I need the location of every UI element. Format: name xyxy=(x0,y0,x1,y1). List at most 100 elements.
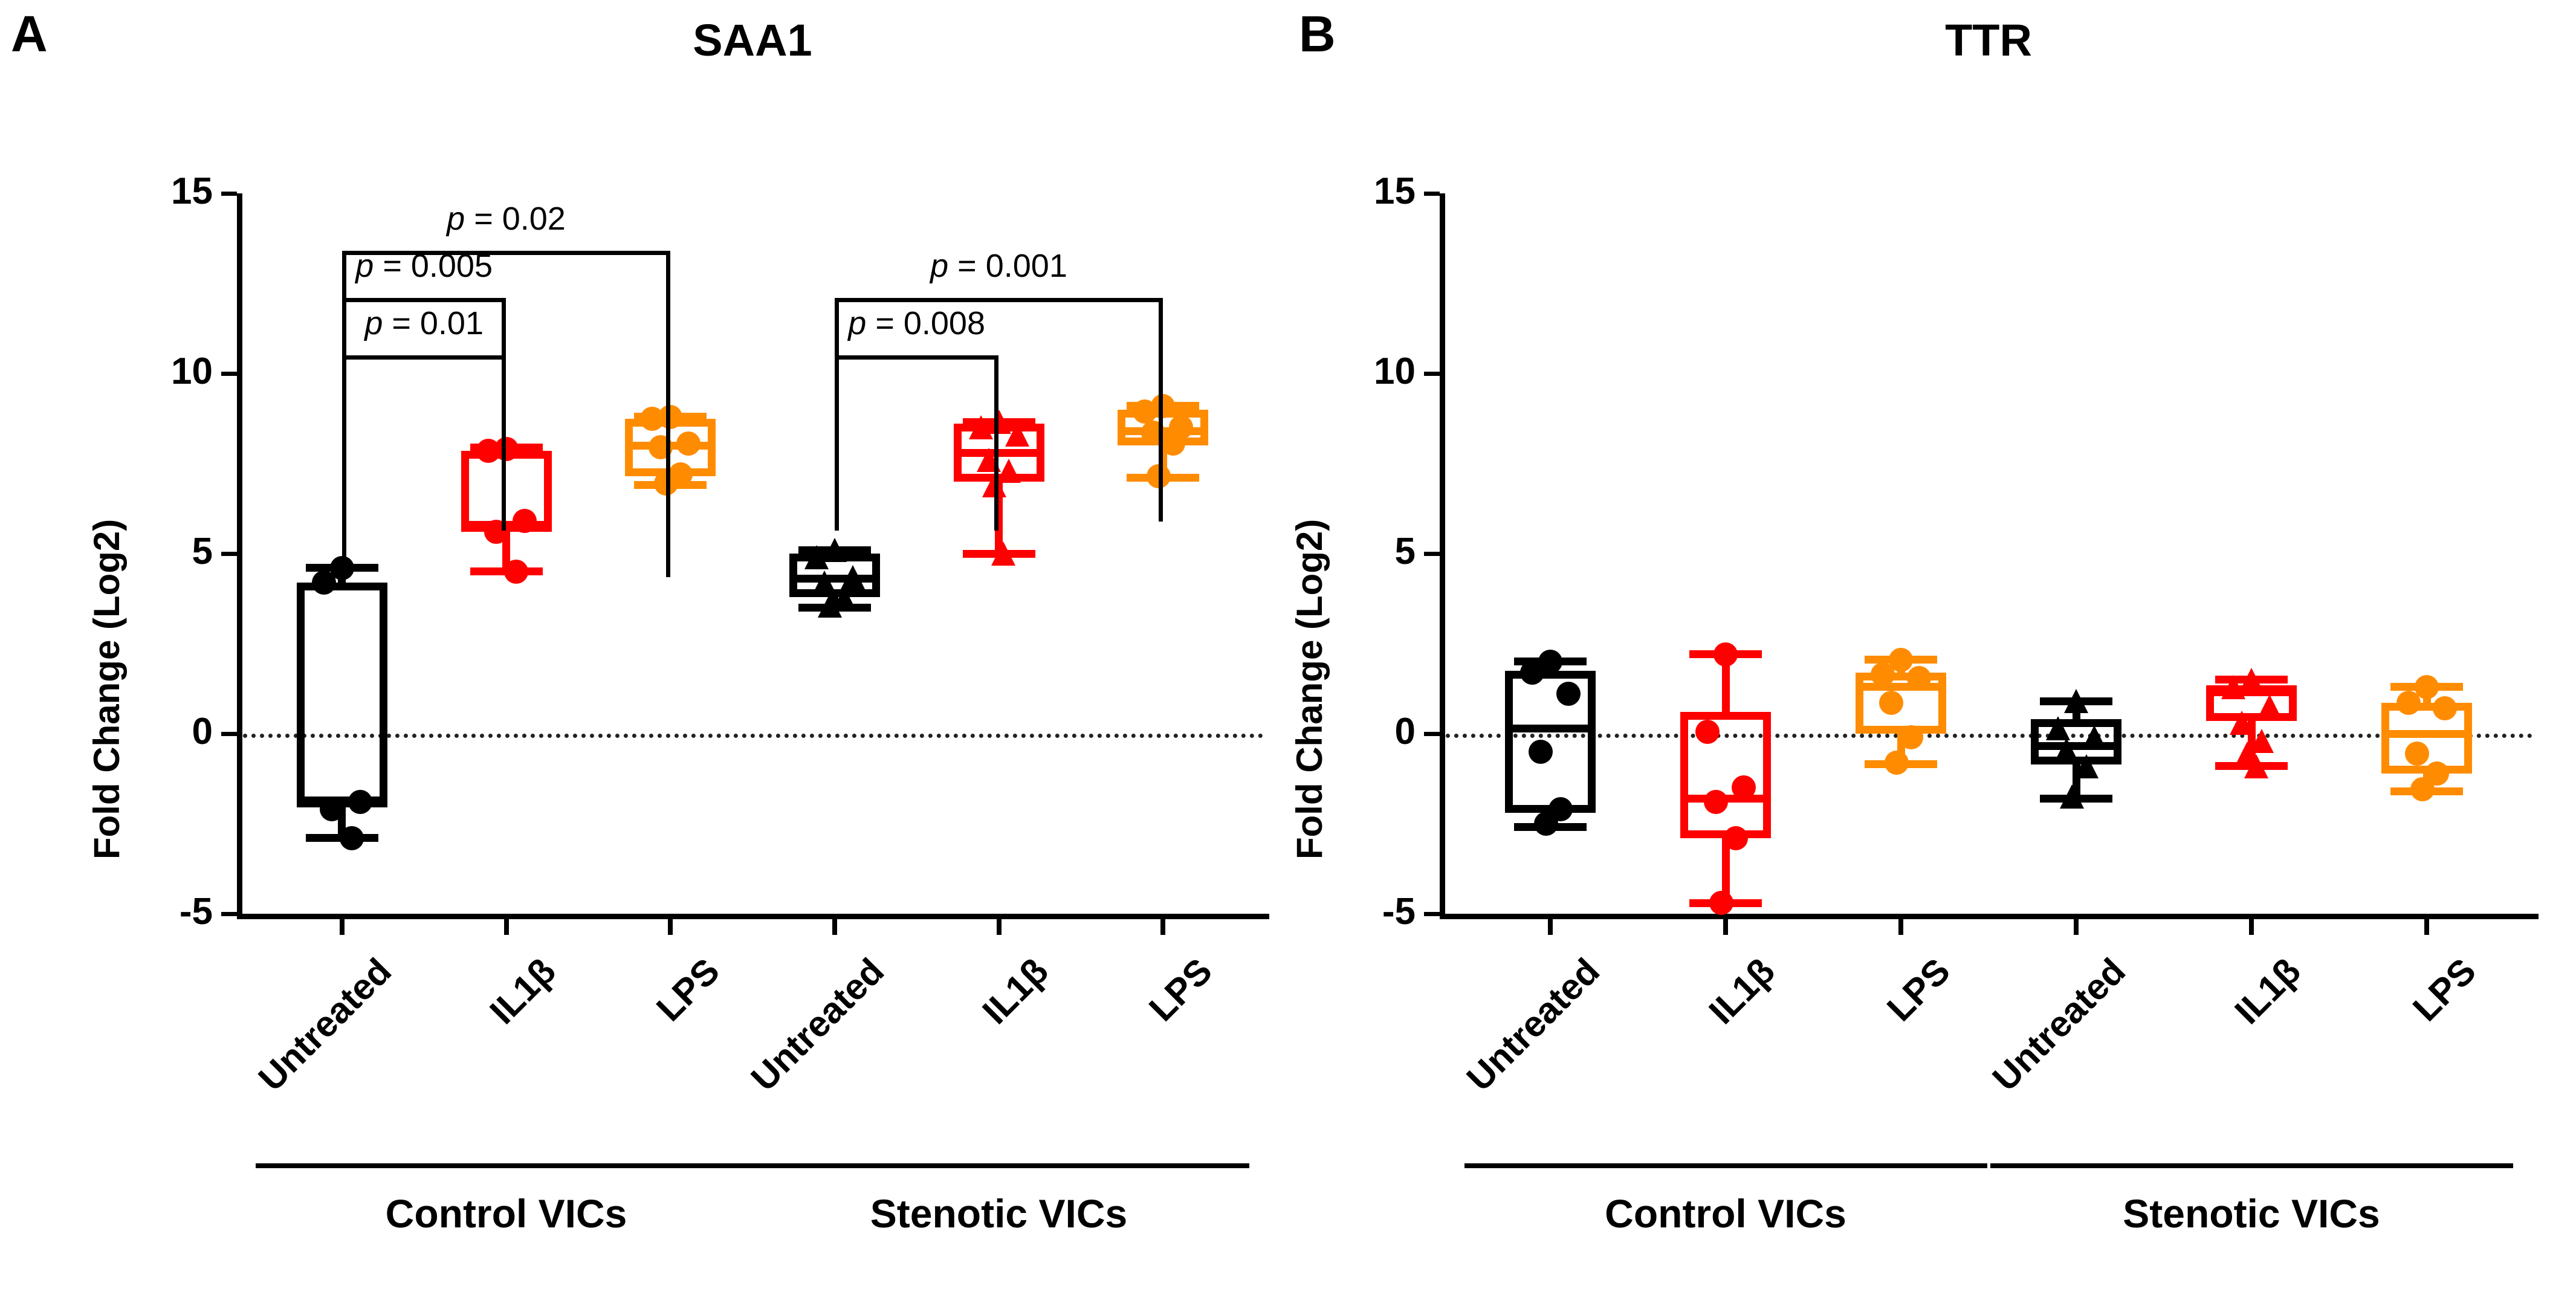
data-point xyxy=(1709,891,1733,916)
x-tick-mark xyxy=(832,919,837,935)
box-iqr xyxy=(2381,703,2472,774)
y-tick-label: -5 xyxy=(179,891,213,932)
data-point xyxy=(1871,662,1895,687)
box-iqr xyxy=(1680,712,1771,838)
bracket-right-tick xyxy=(666,251,671,578)
data-point xyxy=(804,545,829,569)
data-point xyxy=(2082,725,2106,749)
data-point xyxy=(2410,777,2435,802)
x-tick-mark xyxy=(1723,919,1728,935)
significance-bracket xyxy=(834,297,1163,522)
data-point xyxy=(1528,739,1553,764)
data-point xyxy=(1703,790,1728,815)
group-rule xyxy=(256,1163,757,1168)
data-point xyxy=(504,559,528,584)
data-point xyxy=(840,564,865,589)
x-tick-mark xyxy=(503,919,509,935)
y-tick-mark xyxy=(221,552,237,556)
y-tick-label: 15 xyxy=(1374,170,1416,212)
data-point xyxy=(1732,775,1756,800)
data-point xyxy=(2433,696,2457,721)
significance-bracket xyxy=(341,355,506,531)
y-tick-label: 10 xyxy=(171,351,213,392)
panel-letter: A xyxy=(11,5,48,62)
y-axis-line xyxy=(237,193,242,919)
p-value-label: p = 0.02 xyxy=(447,201,566,238)
data-point xyxy=(2074,754,2099,778)
data-point xyxy=(1146,464,1171,488)
data-point xyxy=(340,826,364,850)
y-tick-mark xyxy=(1424,552,1440,556)
x-tick-mark xyxy=(668,919,673,935)
y-tick-mark xyxy=(1424,912,1440,916)
x-tick-mark xyxy=(996,919,1002,935)
group-label: Control VICs xyxy=(1605,1191,1846,1236)
y-tick-mark xyxy=(1424,372,1440,376)
median-line xyxy=(2381,729,2472,738)
y-tick-label: -5 xyxy=(1382,891,1416,932)
group-label: Stenotic VICs xyxy=(2123,1191,2380,1236)
data-point xyxy=(1160,431,1185,456)
bracket-right-tick xyxy=(1159,297,1163,522)
data-point xyxy=(1898,725,1923,749)
data-point xyxy=(991,541,1015,566)
data-point xyxy=(320,797,345,822)
x-tick-mark xyxy=(339,919,345,935)
data-point xyxy=(1533,812,1558,836)
significance-bracket xyxy=(834,355,999,531)
data-point xyxy=(1520,660,1544,685)
group-rule xyxy=(748,1163,1249,1168)
bracket-top-line xyxy=(834,355,999,360)
group-rule xyxy=(1990,1163,2513,1168)
data-point xyxy=(1723,826,1748,850)
p-value-label: p = 0.005 xyxy=(355,247,493,284)
data-point xyxy=(2221,674,2245,699)
bracket-right-tick xyxy=(994,355,999,531)
box-iqr xyxy=(1505,670,1596,813)
panel-title: TTR xyxy=(1945,15,2032,65)
box-iqr xyxy=(296,582,387,808)
data-point xyxy=(1907,665,1931,690)
bracket-top-line xyxy=(834,297,1163,302)
data-point xyxy=(1879,691,1903,716)
data-point xyxy=(2396,691,2421,716)
bracket-top-line xyxy=(341,251,671,256)
y-tick-mark xyxy=(221,912,237,916)
data-point xyxy=(2046,716,2070,741)
data-point xyxy=(1556,682,1581,706)
significance-bracket xyxy=(341,297,506,522)
median-line xyxy=(1505,724,1596,732)
y-tick-label: 10 xyxy=(1374,351,1416,392)
data-point xyxy=(348,790,372,815)
panel-title: SAA1 xyxy=(693,15,812,65)
p-value-label: p = 0.001 xyxy=(930,247,1067,284)
x-tick-mark xyxy=(2424,919,2429,935)
bracket-top-line xyxy=(341,355,506,360)
y-tick-label: 0 xyxy=(192,711,213,752)
x-tick-mark xyxy=(1548,919,1553,935)
y-axis-line xyxy=(1440,193,1445,919)
data-point xyxy=(2059,784,2084,809)
data-point xyxy=(676,431,701,456)
data-point xyxy=(1884,750,1909,775)
bracket-left-tick xyxy=(341,355,346,531)
data-point xyxy=(1133,399,1157,424)
y-tick-label: 0 xyxy=(1394,711,1416,752)
p-value-label: p = 0.01 xyxy=(364,305,484,342)
bracket-right-tick xyxy=(502,355,506,531)
x-axis-line xyxy=(1440,914,2539,919)
data-point xyxy=(512,509,537,534)
data-point xyxy=(2064,689,2088,714)
zero-reference-line xyxy=(243,734,1263,738)
panel-letter: B xyxy=(1299,5,1336,62)
box-iqr xyxy=(461,451,552,532)
y-tick-label: 5 xyxy=(192,531,213,572)
median-line xyxy=(1856,683,1946,691)
data-point xyxy=(476,439,500,464)
group-rule xyxy=(1464,1163,1987,1168)
data-point xyxy=(311,570,336,595)
data-point xyxy=(818,593,843,618)
data-point xyxy=(1005,422,1029,447)
